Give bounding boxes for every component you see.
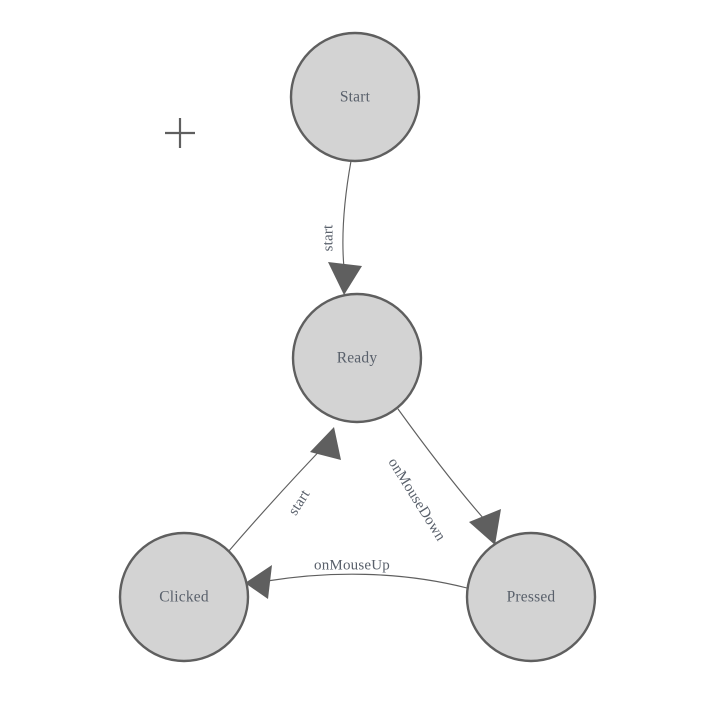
edge-label-pressed-to-clicked: onMouseUp — [314, 557, 390, 573]
node-pressed[interactable]: Pressed — [465, 531, 597, 663]
edge-path-ready-to-pressed[interactable] — [397, 408, 493, 529]
node-circle-start[interactable] — [289, 31, 421, 163]
edge-path-pressed-to-clicked[interactable] — [266, 573, 468, 589]
node-circle-clicked[interactable] — [118, 531, 250, 663]
node-clicked[interactable]: Clicked — [118, 531, 250, 663]
edge-label-ready-to-pressed: onMouseDown — [385, 455, 449, 544]
node-circle-ready[interactable] — [291, 292, 423, 424]
node-label-pressed: Pressed — [507, 589, 556, 606]
edges-layer — [227, 160, 501, 599]
nodes-layer: Start Ready Clicked Pressed — [118, 31, 597, 663]
node-label-start: Start — [340, 89, 371, 106]
edge-clicked-to-ready[interactable] — [227, 427, 341, 553]
arrowhead-start-to-ready — [328, 262, 362, 295]
arrowhead-clicked-to-ready — [310, 427, 341, 460]
edge-path-start-to-ready[interactable] — [342, 160, 352, 269]
arrowhead-pressed-to-clicked — [245, 565, 272, 599]
node-ready[interactable]: Ready — [291, 292, 423, 424]
arrowhead-ready-to-pressed — [469, 509, 501, 545]
edge-label-clicked-to-ready: start — [286, 487, 314, 519]
edge-pressed-to-clicked[interactable] — [245, 565, 468, 599]
node-label-ready: Ready — [337, 350, 378, 367]
edge-path-clicked-to-ready[interactable] — [227, 438, 332, 553]
node-start[interactable]: Start — [289, 31, 421, 163]
crosshair-icon — [165, 118, 195, 148]
node-label-clicked: Clicked — [159, 589, 209, 606]
edge-ready-to-pressed[interactable] — [397, 408, 501, 545]
node-circle-pressed[interactable] — [465, 531, 597, 663]
edge-start-to-ready[interactable] — [328, 160, 362, 295]
edge-label-start-to-ready: start — [320, 224, 336, 251]
